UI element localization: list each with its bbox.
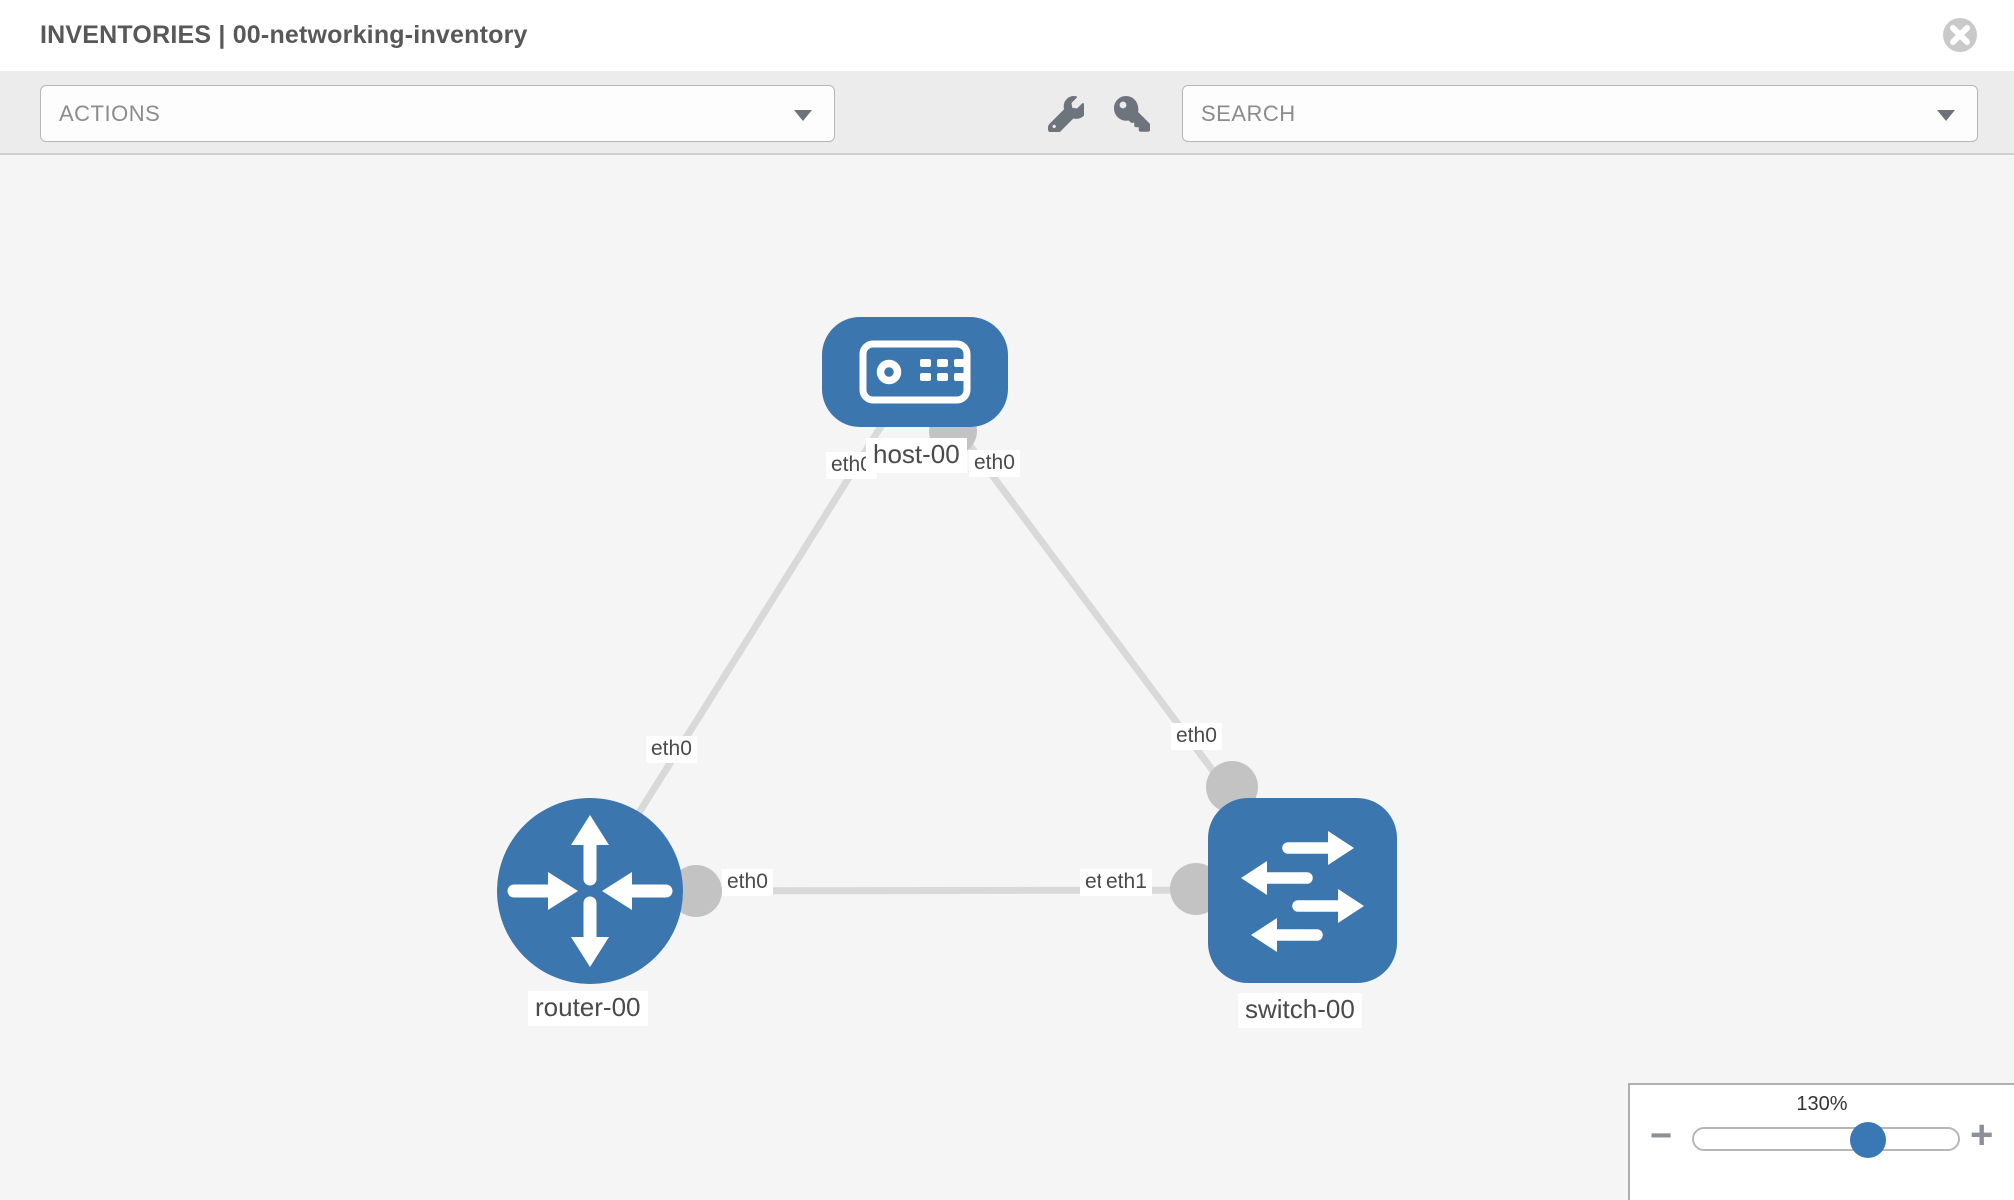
chevron-down-icon — [794, 110, 812, 121]
toolbar: ACTIONS SEARCH — [0, 71, 2014, 155]
zoom-in-button[interactable]: + — [1970, 1113, 1994, 1157]
node-label-switch: switch-00 — [1238, 993, 1362, 1028]
interface-label: eth0 — [1171, 723, 1222, 750]
wrench-icon — [1047, 95, 1087, 135]
topology-canvas[interactable]: eth0 eth0 eth0 eth0 eth0 eth0 eth1 host-… — [0, 155, 2014, 1200]
switch-icon — [1241, 831, 1364, 952]
zoom-control-panel: 130% − + — [1628, 1083, 2014, 1200]
header: INVENTORIES | 00-networking-inventory — [0, 0, 2014, 71]
credentials-button[interactable] — [1112, 95, 1152, 135]
port-router-right[interactable] — [670, 865, 722, 917]
node-switch[interactable] — [1208, 798, 1397, 983]
chevron-down-icon — [1937, 110, 1955, 121]
interface-label: eth1 — [1101, 869, 1152, 896]
zoom-level-value: 130% — [1796, 1093, 1848, 1115]
zoom-slider-thumb[interactable] — [1850, 1122, 1886, 1158]
node-label-router: router-00 — [528, 991, 648, 1026]
node-label-host: host-00 — [866, 438, 967, 473]
host-icon — [859, 340, 971, 404]
interface-label: eth0 — [646, 736, 697, 763]
actions-dropdown-label: ACTIONS — [59, 101, 161, 126]
actions-dropdown[interactable]: ACTIONS — [40, 85, 835, 142]
page-title: INVENTORIES | 00-networking-inventory — [40, 21, 528, 49]
zoom-slider-track[interactable] — [1692, 1122, 1960, 1158]
key-icon — [1114, 95, 1150, 132]
search-dropdown-label: SEARCH — [1201, 101, 1296, 126]
interface-label: eth0 — [722, 869, 773, 896]
interface-label: eth0 — [969, 450, 1020, 477]
node-host[interactable] — [822, 317, 1008, 427]
close-button[interactable] — [1940, 15, 1980, 55]
close-icon — [1943, 18, 1977, 52]
search-dropdown[interactable]: SEARCH — [1182, 85, 1978, 142]
tools-button[interactable] — [1046, 95, 1087, 135]
router-icon — [507, 815, 673, 967]
zoom-out-button[interactable]: − — [1650, 1115, 1673, 1157]
node-router[interactable] — [497, 798, 683, 984]
